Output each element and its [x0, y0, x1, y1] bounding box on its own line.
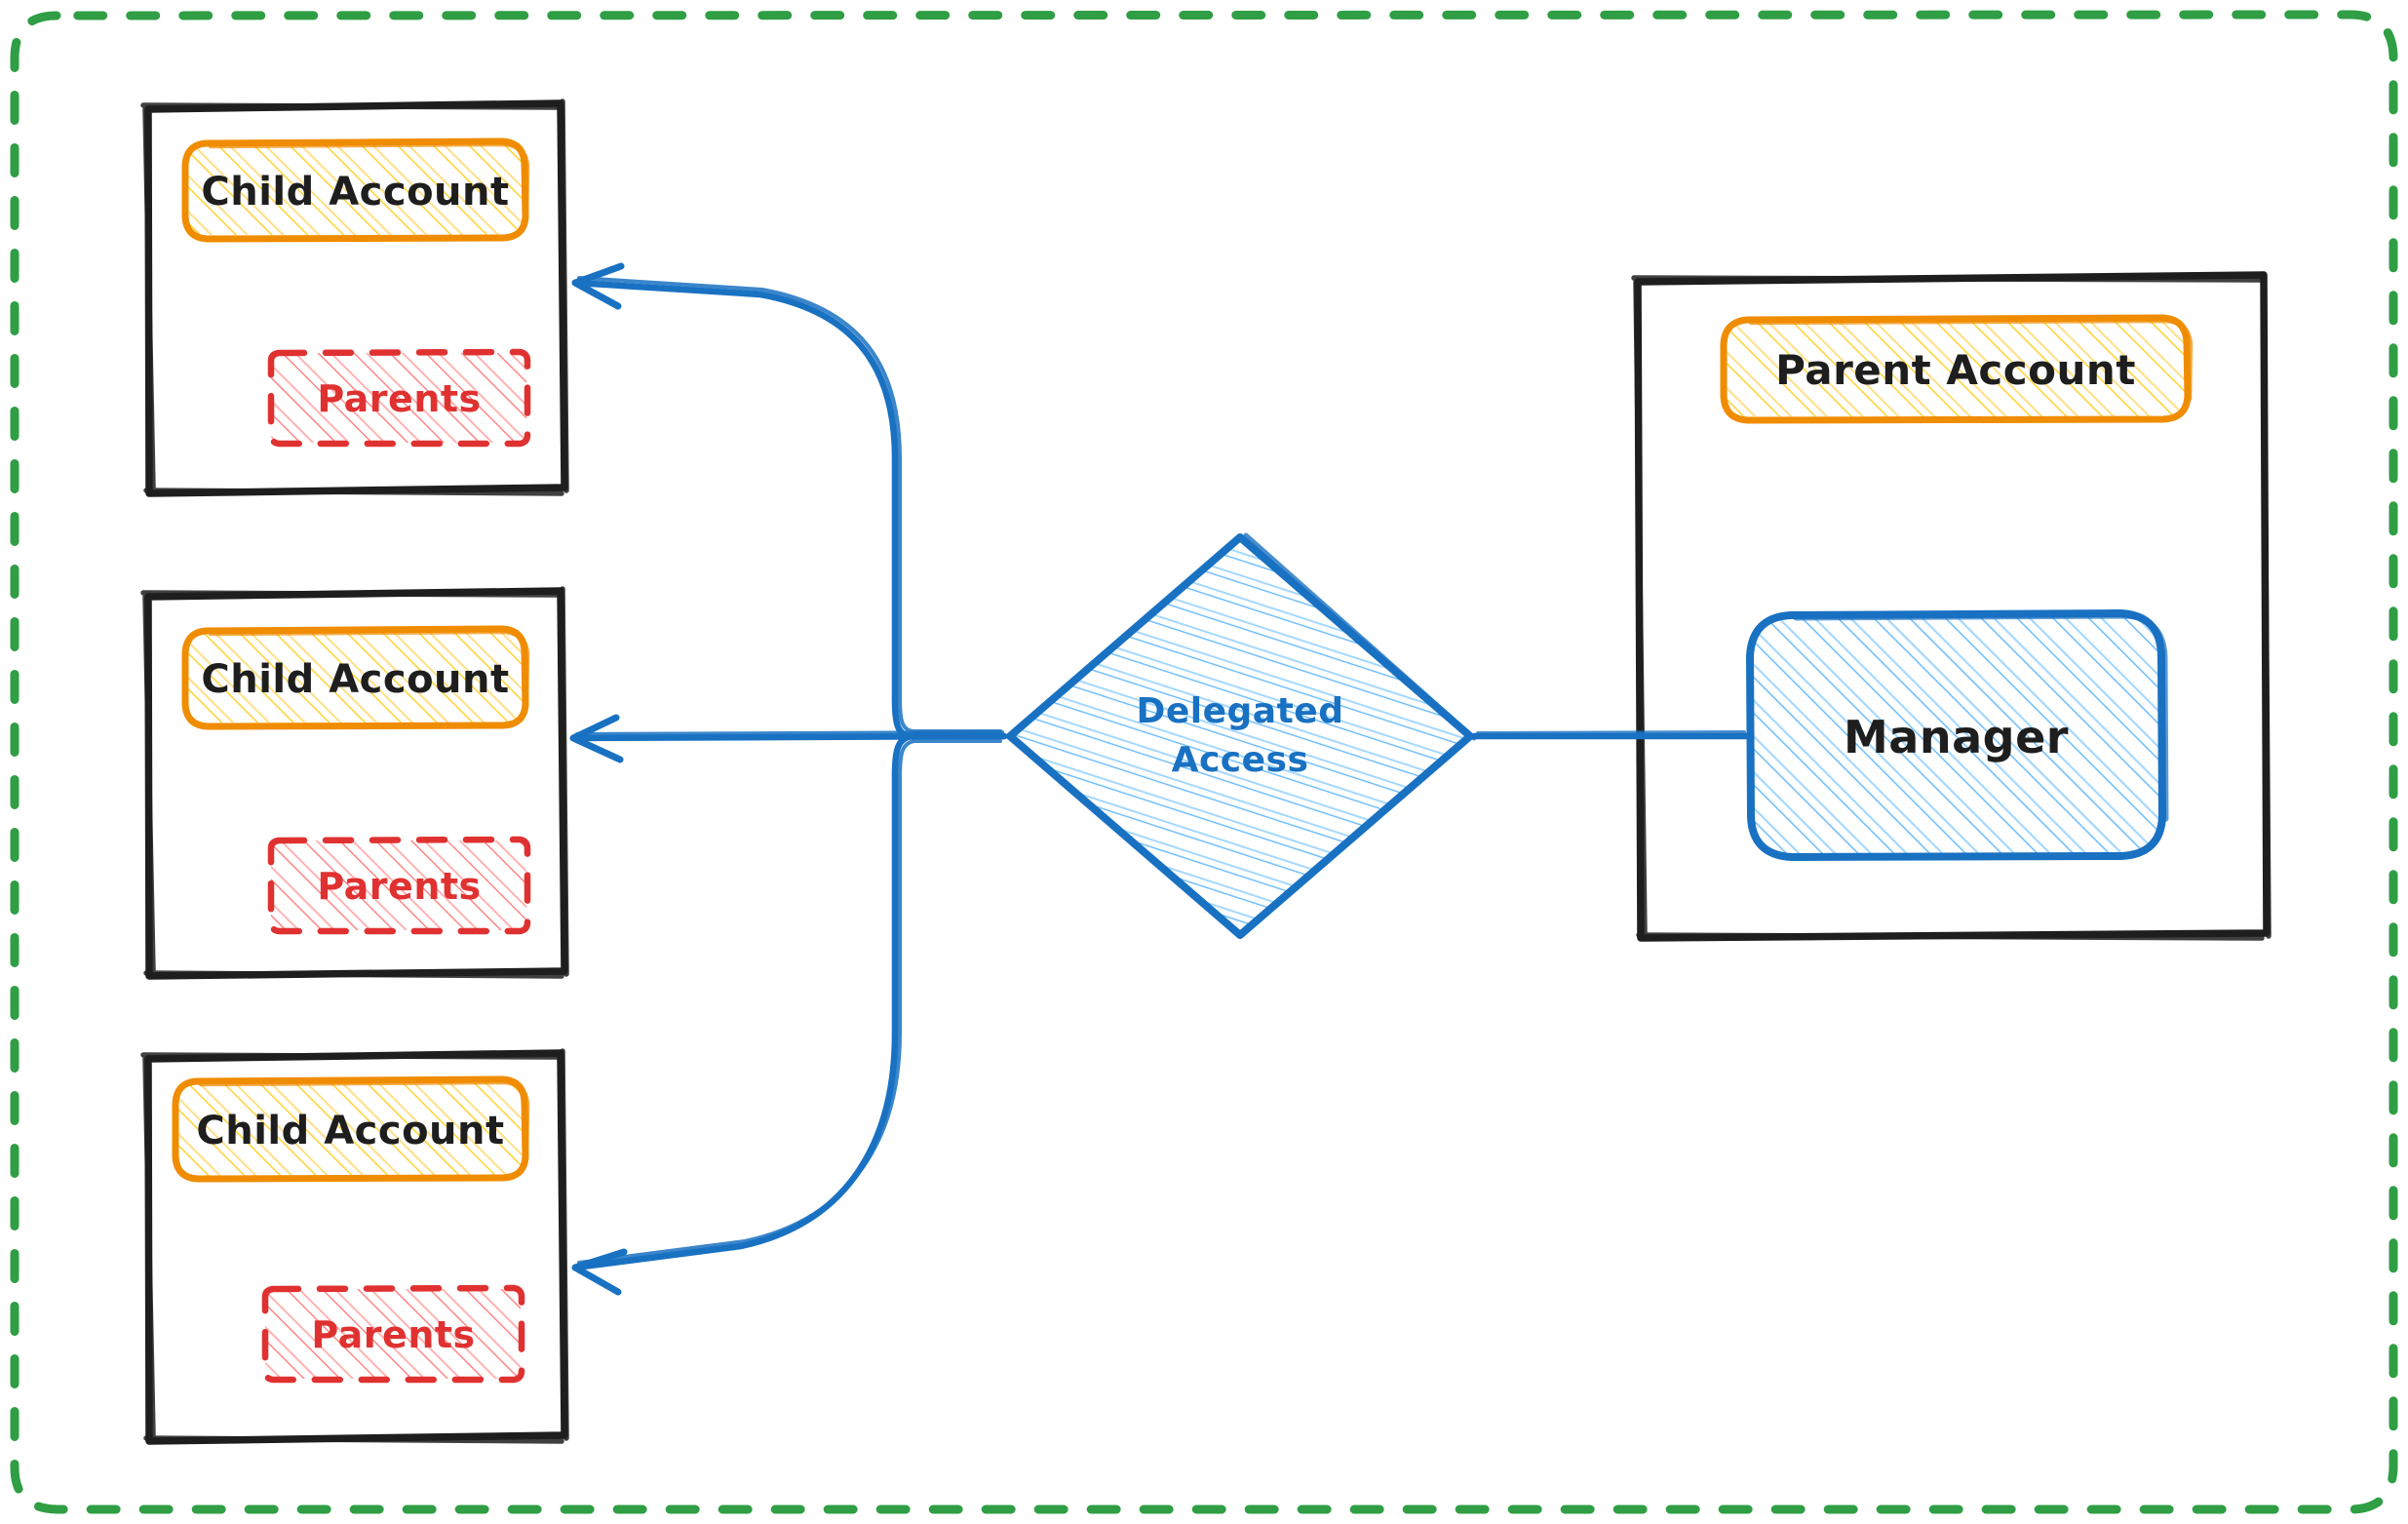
outer-boundary	[10, 10, 2398, 1514]
delegated-access-diamond[interactable]	[1006, 532, 1477, 939]
child-account-box-3[interactable]	[172, 1075, 530, 1183]
arrow-delegated-to-child-1[interactable]	[571, 262, 1008, 740]
arrow-delegated-to-child-3[interactable]	[571, 732, 1008, 1296]
child-parents-box-2[interactable]	[267, 836, 531, 935]
child-parents-box-1[interactable]	[267, 348, 531, 448]
line-manager-to-delegated[interactable]	[1470, 730, 1752, 740]
child-account-box-1[interactable]	[181, 137, 530, 243]
manager-box[interactable]	[1746, 609, 2169, 861]
child-account-box-2[interactable]	[181, 625, 530, 730]
parent-account-box[interactable]	[1720, 314, 2194, 424]
child-parents-box-3[interactable]	[261, 1284, 525, 1384]
